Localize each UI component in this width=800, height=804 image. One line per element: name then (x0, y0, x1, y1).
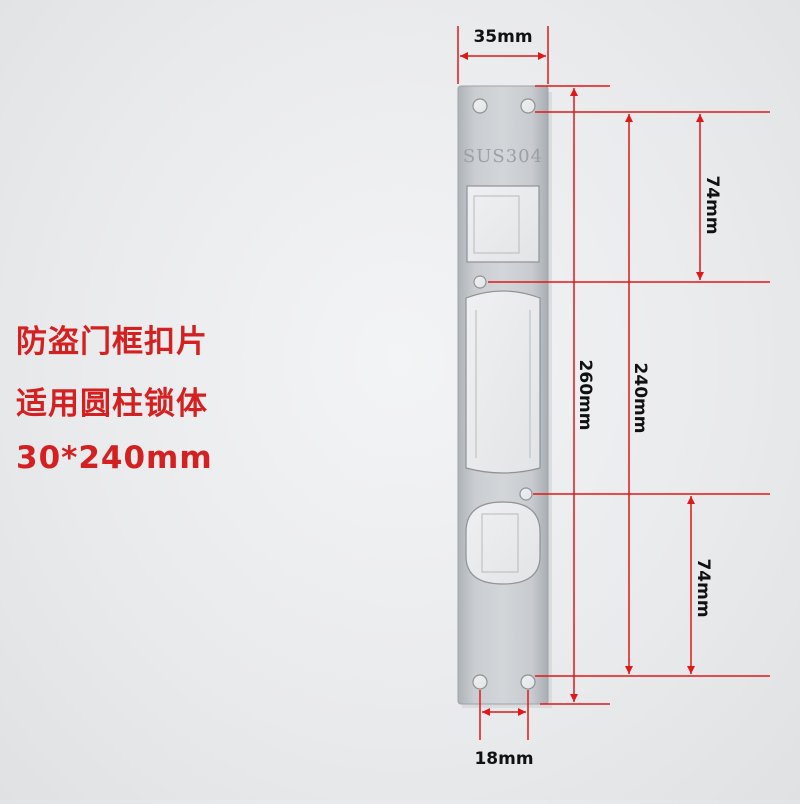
mounting-hole-top-right (520, 98, 536, 114)
arrow (696, 272, 704, 280)
arrow (460, 52, 468, 60)
arrow (570, 694, 578, 702)
arrow (538, 52, 546, 60)
long-slot-cutout (465, 290, 541, 474)
arrow (687, 666, 695, 674)
dimension-lines (457, 26, 770, 740)
latch-inner-edge (473, 195, 520, 254)
size-line: 30*240mm (16, 440, 213, 476)
compatibility-line: 适用圆柱锁体 (16, 386, 208, 422)
mounting-hole-mid-lower (519, 487, 533, 501)
hole-spacing-dim-label: 18mm (474, 749, 533, 769)
product-name-line: 防盗门框扣片 (16, 324, 208, 360)
arrow (696, 114, 704, 122)
width-dim-label: 35mm (473, 27, 532, 47)
latch-square-cutout (466, 185, 540, 263)
upper-segment-label: 74mm (702, 175, 722, 234)
arrow (482, 708, 490, 716)
mounting-hole-bottom-left (472, 674, 488, 690)
hole-to-hole-label: 240mm (630, 363, 650, 434)
lower-segment-label: 74mm (693, 558, 713, 617)
dimension-arrows (460, 52, 704, 716)
arrow (687, 496, 695, 504)
sus304-engraving: SUS304 (463, 146, 543, 167)
bolt-round-cutout (465, 501, 541, 585)
arrow (625, 666, 633, 674)
arrow (625, 114, 633, 122)
overall-length-label: 260mm (575, 360, 595, 431)
mounting-hole-bottom-right (520, 674, 536, 690)
mounting-hole-top-left (472, 98, 488, 114)
mounting-hole-mid-upper (473, 275, 487, 289)
arrow (518, 708, 526, 716)
bolt-inner-edge (481, 513, 519, 573)
arrow (570, 88, 578, 96)
